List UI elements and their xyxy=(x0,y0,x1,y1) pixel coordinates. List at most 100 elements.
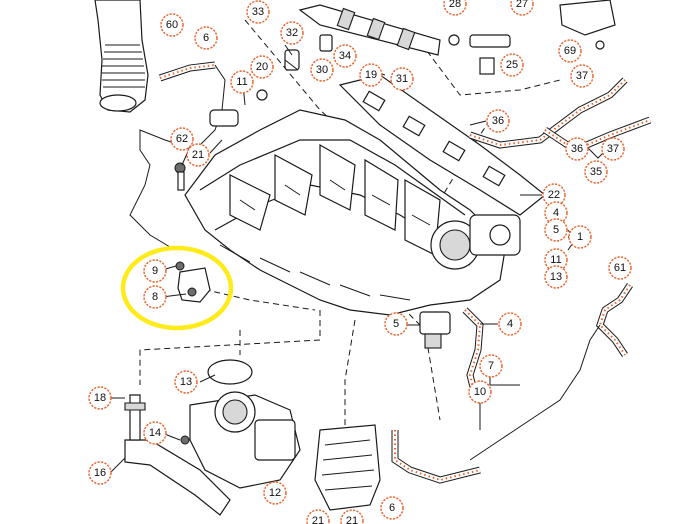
callout-label: 16 xyxy=(94,467,106,479)
callout-circle xyxy=(468,380,492,404)
callouts: 60 33 28 27 6 32 34 20 30 19 31 11 25 69 37 6 22 1 36 36 37 3… xyxy=(88,0,632,524)
air-intake-hose xyxy=(94,0,149,113)
callout-circle xyxy=(544,248,568,272)
callout-circle xyxy=(510,0,534,16)
callout-circle xyxy=(88,461,112,485)
callout-circle xyxy=(143,421,167,445)
callout-circle xyxy=(250,55,274,79)
callout-label: 18 xyxy=(94,392,106,404)
callout-circle xyxy=(143,285,167,309)
callout-label: 13 xyxy=(550,271,562,283)
callout-circle xyxy=(246,0,270,24)
callout-label: 11 xyxy=(236,76,247,88)
callout-label: 20 xyxy=(256,61,268,73)
callout-circle xyxy=(263,481,287,505)
callout-circle xyxy=(486,109,510,133)
callout-circle xyxy=(280,21,304,45)
callout-circle xyxy=(479,354,503,378)
callout-circle xyxy=(584,160,608,184)
support-bracket xyxy=(124,394,231,516)
callout-label: 21 xyxy=(346,515,358,524)
callout-circle xyxy=(333,44,357,68)
callout-label: 4 xyxy=(507,318,513,330)
callout-circle xyxy=(174,370,198,394)
callout-label: 13 xyxy=(180,376,192,388)
manifold-sensor-bracket xyxy=(161,261,211,303)
callout-circle xyxy=(542,183,566,207)
callout-label: 9 xyxy=(152,265,158,277)
vacuum-hose-bottom xyxy=(391,430,481,484)
pcv-hose-right xyxy=(468,77,652,154)
callout-label: 37 xyxy=(607,143,619,155)
callout-label: 28 xyxy=(449,0,461,10)
vacuum-hose-center xyxy=(462,307,484,396)
throttle-body xyxy=(430,214,521,270)
callout-circle xyxy=(568,225,592,249)
callout-circle xyxy=(390,67,414,91)
callout-label: 4 xyxy=(553,207,559,219)
callout-circle xyxy=(170,127,194,151)
callout-label: 69 xyxy=(564,45,576,57)
callout-label: 19 xyxy=(365,69,377,81)
callout-label: 36 xyxy=(571,143,583,155)
heat-shield xyxy=(314,424,381,511)
lower-throttle-assembly xyxy=(180,359,301,489)
callout-label: 12 xyxy=(269,487,281,499)
callout-label: 10 xyxy=(474,386,486,398)
callout-circle xyxy=(359,63,383,87)
callout-label: 21 xyxy=(312,515,324,524)
callout-circle xyxy=(340,509,364,524)
callout-circle xyxy=(608,256,632,280)
callout-circle xyxy=(186,143,210,167)
callout-label: 34 xyxy=(339,50,351,62)
callout-circle xyxy=(160,13,184,37)
callout-label: 35 xyxy=(590,166,602,178)
callout-label: 30 xyxy=(316,64,328,76)
callout-circle xyxy=(143,259,167,283)
callout-circle xyxy=(558,39,582,63)
callout-label: 11 xyxy=(550,254,561,266)
callout-circle xyxy=(544,265,568,289)
callout-label: 60 xyxy=(166,19,178,31)
callout-label: 6 xyxy=(389,502,395,514)
callout-circle xyxy=(570,64,594,88)
callout-label: 33 xyxy=(252,6,264,18)
callout-label: 37 xyxy=(576,70,588,82)
callout-circle xyxy=(544,218,568,242)
callout-circle xyxy=(306,509,330,524)
callout-label: 5 xyxy=(393,318,399,330)
callout-label: 31 xyxy=(396,73,408,85)
callout-label: 25 xyxy=(506,59,518,71)
callout-circle xyxy=(194,26,218,50)
callout-label: 6 xyxy=(203,32,209,44)
vacuum-hose-top xyxy=(129,61,226,251)
callout-label: 7 xyxy=(488,360,494,372)
callout-label: 14 xyxy=(149,427,161,439)
highlight-ring xyxy=(120,245,234,331)
callout-label: 5 xyxy=(553,224,559,236)
callout-label: 27 xyxy=(516,0,528,10)
solenoid-valve xyxy=(405,311,451,349)
callout-label: 36 xyxy=(492,115,504,127)
vacuum-hose-right xyxy=(469,283,633,461)
callout-circle xyxy=(230,70,254,94)
callout-circle xyxy=(601,137,625,161)
small-parts-top xyxy=(174,0,616,191)
callout-label: 61 xyxy=(614,262,626,274)
callout-circle xyxy=(380,496,404,520)
callout-circle xyxy=(544,201,568,225)
callout-circle xyxy=(310,58,334,82)
callout-label: 8 xyxy=(152,291,158,303)
callout-label: 1 xyxy=(577,231,583,243)
callout-circle xyxy=(443,0,467,16)
callout-circle xyxy=(500,53,524,77)
callout-circle xyxy=(565,137,589,161)
callout-label: 32 xyxy=(286,27,298,39)
callout-label: 21 xyxy=(192,149,204,161)
callout-circle xyxy=(384,312,408,336)
callout-circle xyxy=(498,312,522,336)
callout-label: 22 xyxy=(548,189,560,201)
callout-circle xyxy=(88,386,112,410)
intake-manifold xyxy=(184,4,506,316)
